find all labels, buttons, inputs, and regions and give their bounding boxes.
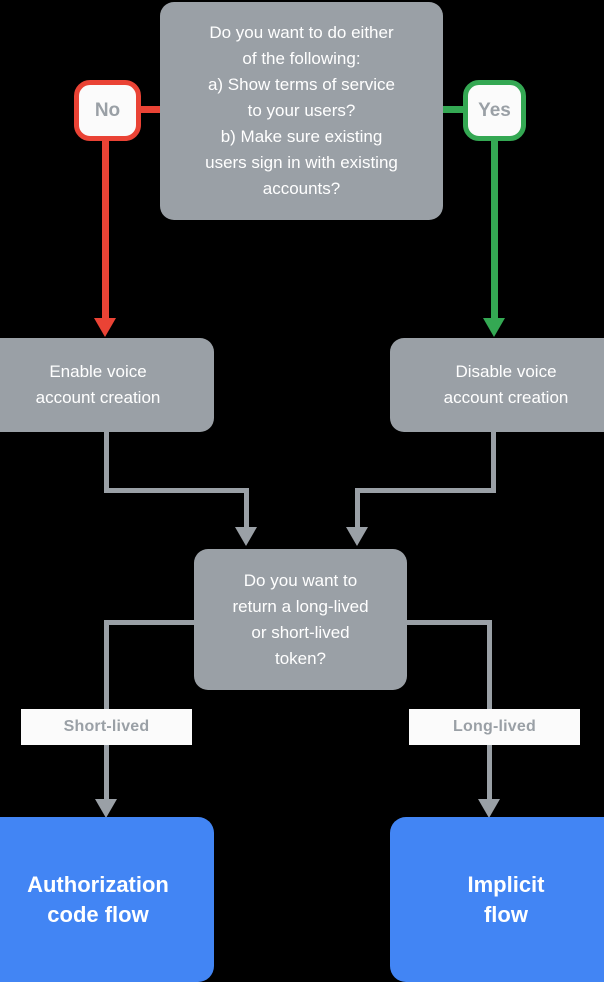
- node-authorization-code-flow[interactable]: Authorization code flow: [0, 817, 214, 982]
- edge-label-long-lived[interactable]: Long-lived: [409, 709, 580, 745]
- edge-yes-to-disable-line: [491, 140, 498, 325]
- edge-enable-to-token-horizontal: [104, 488, 249, 493]
- token-question-line-3: token?: [274, 648, 327, 668]
- top-question-line-4: b) Make sure existing: [220, 127, 383, 146]
- node-disable-voice-text: Disable voice account creation: [444, 359, 569, 411]
- node-enable-voice-text: Enable voice account creation: [36, 359, 161, 411]
- edge-question-to-yes-line: [440, 106, 465, 113]
- enable-voice-line-0: Enable voice: [49, 362, 147, 381]
- edge-no-to-enable-arrowhead: [94, 318, 116, 337]
- token-question-line-1: return a long-lived: [232, 596, 369, 616]
- edge-disable-to-token-arrowhead: [346, 527, 368, 546]
- node-enable-voice-account-creation[interactable]: Enable voice account creation: [0, 338, 214, 432]
- edge-question-to-no-line: [140, 106, 165, 113]
- edge-label-long-lived-text: Long-lived: [453, 718, 536, 735]
- decision-pill-no-label: No: [94, 99, 121, 121]
- authorization-code-flow-line-0: Authorization: [27, 871, 169, 897]
- implicit-flow-line-1: flow: [483, 901, 528, 927]
- decision-pill-yes-label: Yes: [478, 99, 511, 121]
- top-question-line-6: accounts?: [262, 179, 341, 198]
- implicit-flow-line-0: Implicit: [467, 871, 545, 897]
- authorization-code-flow-line-1: code flow: [47, 901, 149, 927]
- edge-token-to-implicit-arrowhead: [478, 799, 500, 818]
- disable-voice-line-1: account creation: [443, 388, 569, 407]
- token-question-line-0: Do you want to: [243, 570, 358, 590]
- node-authorization-code-flow-text: Authorization code flow: [27, 870, 169, 930]
- top-question-line-1: of the following:: [242, 49, 361, 68]
- node-top-question-text: Do you want to do either of the followin…: [205, 20, 398, 202]
- top-question-line-5: users sign in with existing: [205, 153, 398, 172]
- disable-voice-line-0: Disable voice: [455, 362, 557, 381]
- decision-pill-yes[interactable]: Yes: [463, 80, 526, 141]
- edge-token-to-authcode-horizontal: [104, 620, 199, 625]
- edge-enable-to-token-vertical-b: [244, 488, 249, 533]
- top-question-line-3: to your users?: [247, 101, 356, 120]
- edge-label-short-lived-text: Short-lived: [63, 718, 150, 735]
- enable-voice-line-1: account creation: [35, 388, 161, 407]
- edge-disable-to-token-horizontal: [355, 488, 496, 493]
- edge-no-to-enable-line: [102, 140, 109, 325]
- node-implicit-flow[interactable]: Implicit flow: [390, 817, 604, 982]
- edge-token-to-authcode-arrowhead: [95, 799, 117, 818]
- node-token-question[interactable]: Do you want to return a long-lived or sh…: [194, 549, 407, 690]
- edge-token-to-implicit-horizontal: [406, 620, 492, 625]
- node-token-question-text: Do you want to return a long-lived or sh…: [232, 568, 368, 672]
- edge-label-short-lived[interactable]: Short-lived: [21, 709, 192, 745]
- decision-pill-no[interactable]: No: [74, 80, 141, 141]
- edge-yes-to-disable-arrowhead: [483, 318, 505, 337]
- node-top-question[interactable]: Do you want to do either of the followin…: [160, 2, 443, 220]
- node-disable-voice-account-creation[interactable]: Disable voice account creation: [390, 338, 604, 432]
- edge-enable-to-token-arrowhead: [235, 527, 257, 546]
- top-question-line-2: a) Show terms of service: [207, 75, 396, 94]
- token-question-line-2: or short-lived: [251, 622, 350, 642]
- edge-disable-to-token-vertical-b: [355, 488, 360, 533]
- top-question-line-0: Do you want to do either: [209, 23, 394, 42]
- edge-disable-to-token-vertical-a: [491, 431, 496, 493]
- node-implicit-flow-text: Implicit flow: [467, 870, 544, 930]
- edge-enable-to-token-vertical-a: [104, 431, 109, 493]
